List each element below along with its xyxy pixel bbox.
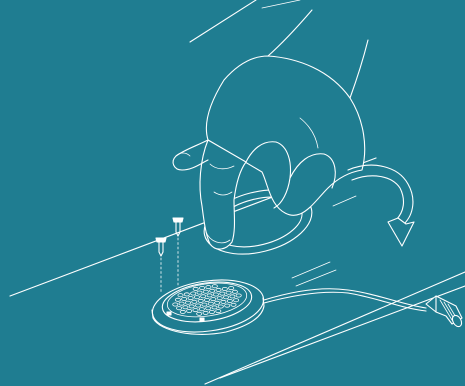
screw-left bbox=[156, 238, 166, 292]
surface-highlight-1 bbox=[292, 262, 330, 278]
led-light-icon bbox=[149, 273, 267, 338]
screw-hole-1 bbox=[167, 312, 171, 315]
hand-wrist bbox=[268, 10, 312, 56]
screw-hole-2 bbox=[200, 318, 204, 321]
cabinet-surface bbox=[10, 0, 465, 384]
screw-icon bbox=[156, 218, 183, 292]
cabinet-edge-top-2 bbox=[262, 0, 300, 8]
hand-icon bbox=[173, 10, 368, 249]
surface-highlight-2 bbox=[296, 270, 336, 286]
screw-right bbox=[173, 218, 183, 286]
hand-wrist-2 bbox=[350, 40, 368, 98]
thumb-nail bbox=[176, 153, 190, 156]
cable-connector-icon bbox=[426, 296, 463, 328]
cabinet-edge-top bbox=[190, 0, 256, 42]
rotate-arrow-icon bbox=[348, 165, 414, 246]
cable-wire bbox=[264, 289, 426, 308]
surface-highlight-3 bbox=[333, 196, 356, 206]
cable-wire-2 bbox=[264, 292, 426, 311]
